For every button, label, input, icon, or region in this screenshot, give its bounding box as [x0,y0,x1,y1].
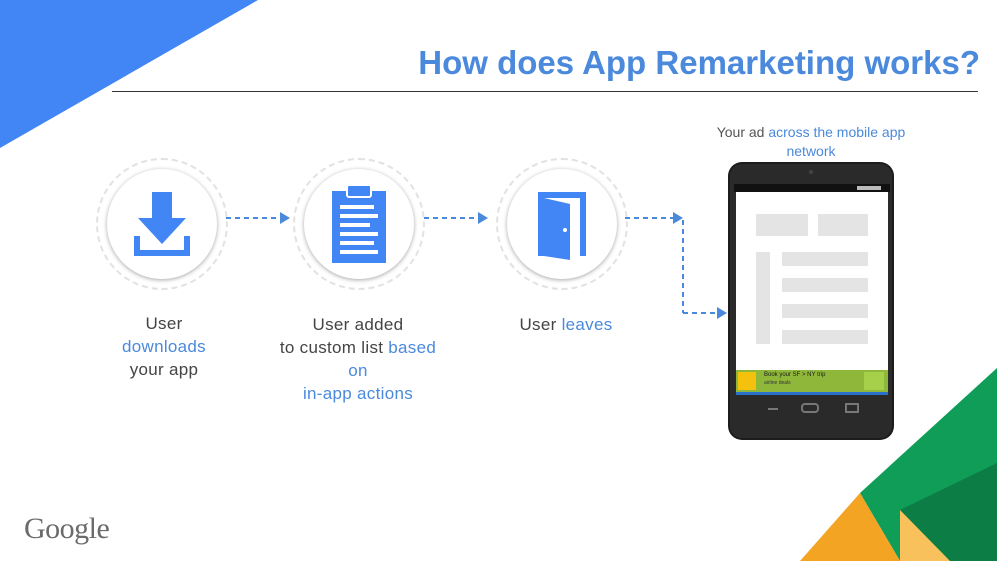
step-1-caption: User downloads your app [84,312,244,381]
step-2-line-2-plain: to custom list [279,338,389,357]
dashed-arrow-3 [625,212,727,319]
dashed-arrow-1 [226,212,290,224]
ad-caption-plain: Your ad [716,124,769,140]
step-1-line-3: your app [129,360,199,379]
step-2-line-2: to custom list based [252,336,464,359]
smartphone-illustration [728,162,894,440]
step-2-line-3: on [348,361,368,380]
step-3-plain: User [519,315,562,334]
green-orange-corner-decoration [800,368,997,561]
title-divider [112,91,978,92]
step-1-line-1: User [145,314,183,333]
step-3-caption: User leaves [486,313,646,336]
step-2-line-2-highlight: based [388,338,437,357]
blue-corner-decoration [0,0,258,148]
step-2-caption: User added to custom list based on in-ap… [252,313,464,405]
ad-caption: Your ad across the mobile app network [668,123,954,161]
step-1-highlight: downloads [122,337,206,356]
step-3-highlight: leaves [561,315,613,334]
clipboard-list-icon [332,184,386,263]
step-list-circle [293,158,425,290]
door-exit-icon [538,192,586,260]
ad-caption-highlight-2: network [786,143,836,159]
phone-banner-text-1: Book your SF > NY trip [764,372,826,378]
ad-caption-highlight-1: across the mobile app [768,124,906,140]
phone-banner-text-2: airline deals [764,380,791,386]
dashed-arrow-2 [424,212,488,224]
page-title: How does App Remarketing works? [418,44,980,81]
step-leave-circle [496,158,628,290]
step-2-line-1: User added [312,315,404,334]
step-2-line-4: in-app actions [302,384,414,403]
google-logo: Google [24,512,110,545]
download-icon [134,192,190,256]
step-download-circle [96,158,228,290]
